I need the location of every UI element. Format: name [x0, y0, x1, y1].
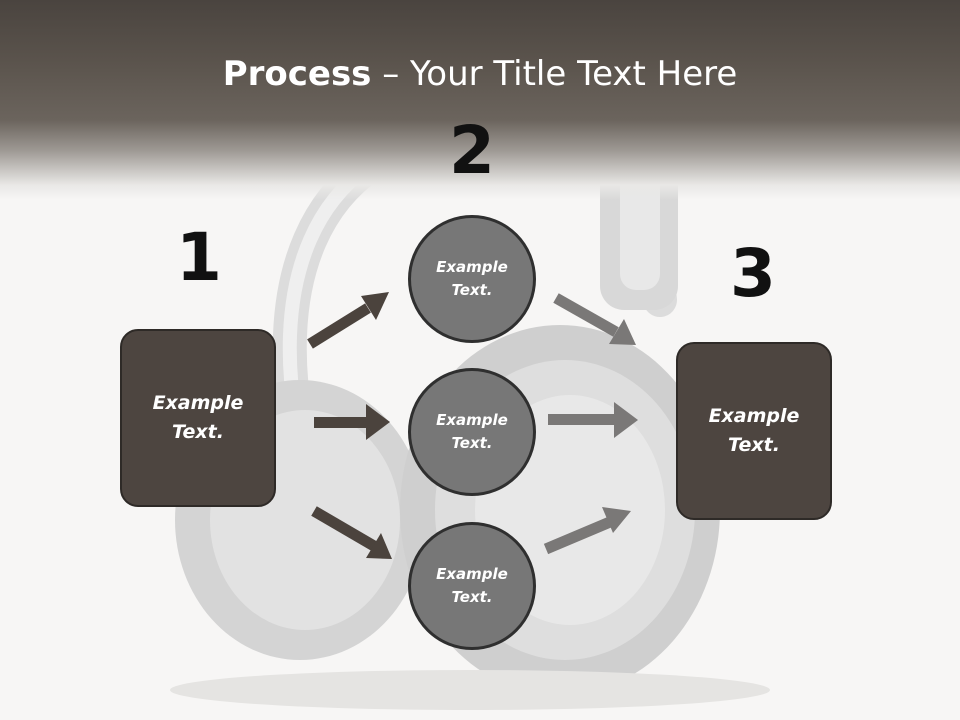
arrow-left-to-top [307, 292, 389, 349]
step-2-circle-middle: Example Text. [408, 368, 536, 496]
step-1-text: Example Text. [152, 392, 244, 443]
step-number-1: 1 [176, 219, 222, 296]
step-3-box: Example Text. [676, 342, 832, 520]
step-2-circle-top: Example Text. [408, 215, 536, 343]
step-1-box: Example Text. [120, 329, 276, 507]
arrow-left-to-mid [314, 404, 390, 440]
arrow-top-to-right [553, 293, 636, 345]
circle-middle-text: Example Text. [436, 411, 508, 452]
step-number-3: 3 [730, 235, 776, 312]
title-bold: Process [222, 54, 372, 94]
circle-bottom-text: Example Text. [436, 565, 508, 606]
step-2-circle-bottom: Example Text. [408, 522, 536, 650]
circle-top-text: Example Text. [436, 258, 508, 299]
arrow-bot-to-right [543, 507, 631, 555]
title-rest: – Your Title Text Here [371, 54, 738, 94]
step-number-2: 2 [449, 112, 495, 189]
step-3-text: Example Text. [708, 405, 800, 456]
title-header-band [0, 0, 960, 200]
slide-title: Process – Your Title Text Here [0, 50, 960, 98]
arrow-left-to-bot [311, 506, 392, 559]
arrow-mid-to-right [548, 402, 638, 438]
